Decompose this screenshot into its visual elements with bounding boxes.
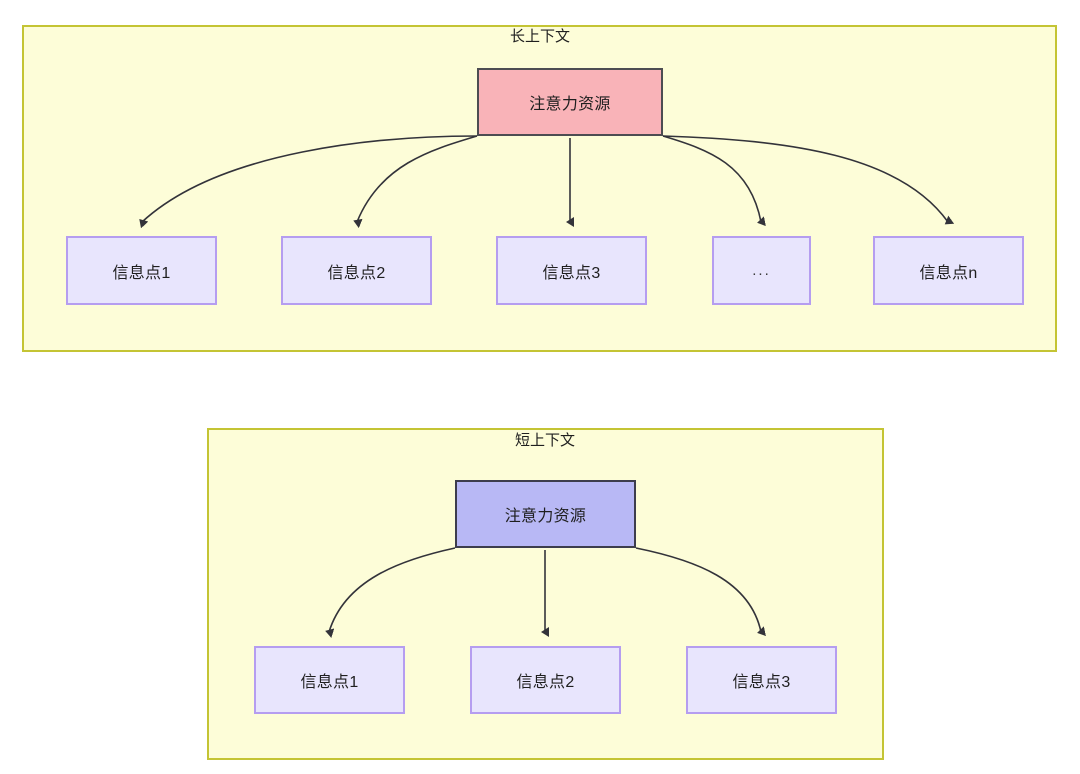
- node-info-point-n-long[interactable]: 信息点n: [873, 236, 1024, 305]
- node-attention-resource-short[interactable]: 注意力资源: [455, 480, 636, 548]
- node-label: 信息点n: [919, 264, 978, 282]
- group-short-context-title: 短上下文: [514, 432, 575, 449]
- node-info-point-3-short[interactable]: 信息点3: [686, 646, 837, 714]
- node-label: 信息点2: [516, 674, 575, 691]
- node-info-point-ellipsis[interactable]: ...: [712, 236, 811, 305]
- node-label: 信息点1: [300, 674, 359, 691]
- node-label: 信息点2: [327, 264, 386, 282]
- node-label: 注意力资源: [529, 96, 611, 113]
- node-label: 注意力资源: [504, 508, 587, 525]
- node-info-point-2-short[interactable]: 信息点2: [470, 646, 621, 714]
- node-info-point-3-long[interactable]: 信息点3: [496, 236, 647, 305]
- node-label: 信息点3: [542, 264, 601, 282]
- node-label: ...: [752, 262, 771, 279]
- node-info-point-1-short[interactable]: 信息点1: [254, 646, 405, 714]
- node-attention-resource-long[interactable]: 注意力资源: [477, 68, 663, 136]
- group-long-context-title: 长上下文: [509, 28, 570, 45]
- node-label: 信息点1: [112, 264, 171, 282]
- node-info-point-1-long[interactable]: 信息点1: [66, 236, 217, 305]
- node-label: 信息点3: [732, 674, 791, 691]
- node-info-point-2-long[interactable]: 信息点2: [281, 236, 432, 305]
